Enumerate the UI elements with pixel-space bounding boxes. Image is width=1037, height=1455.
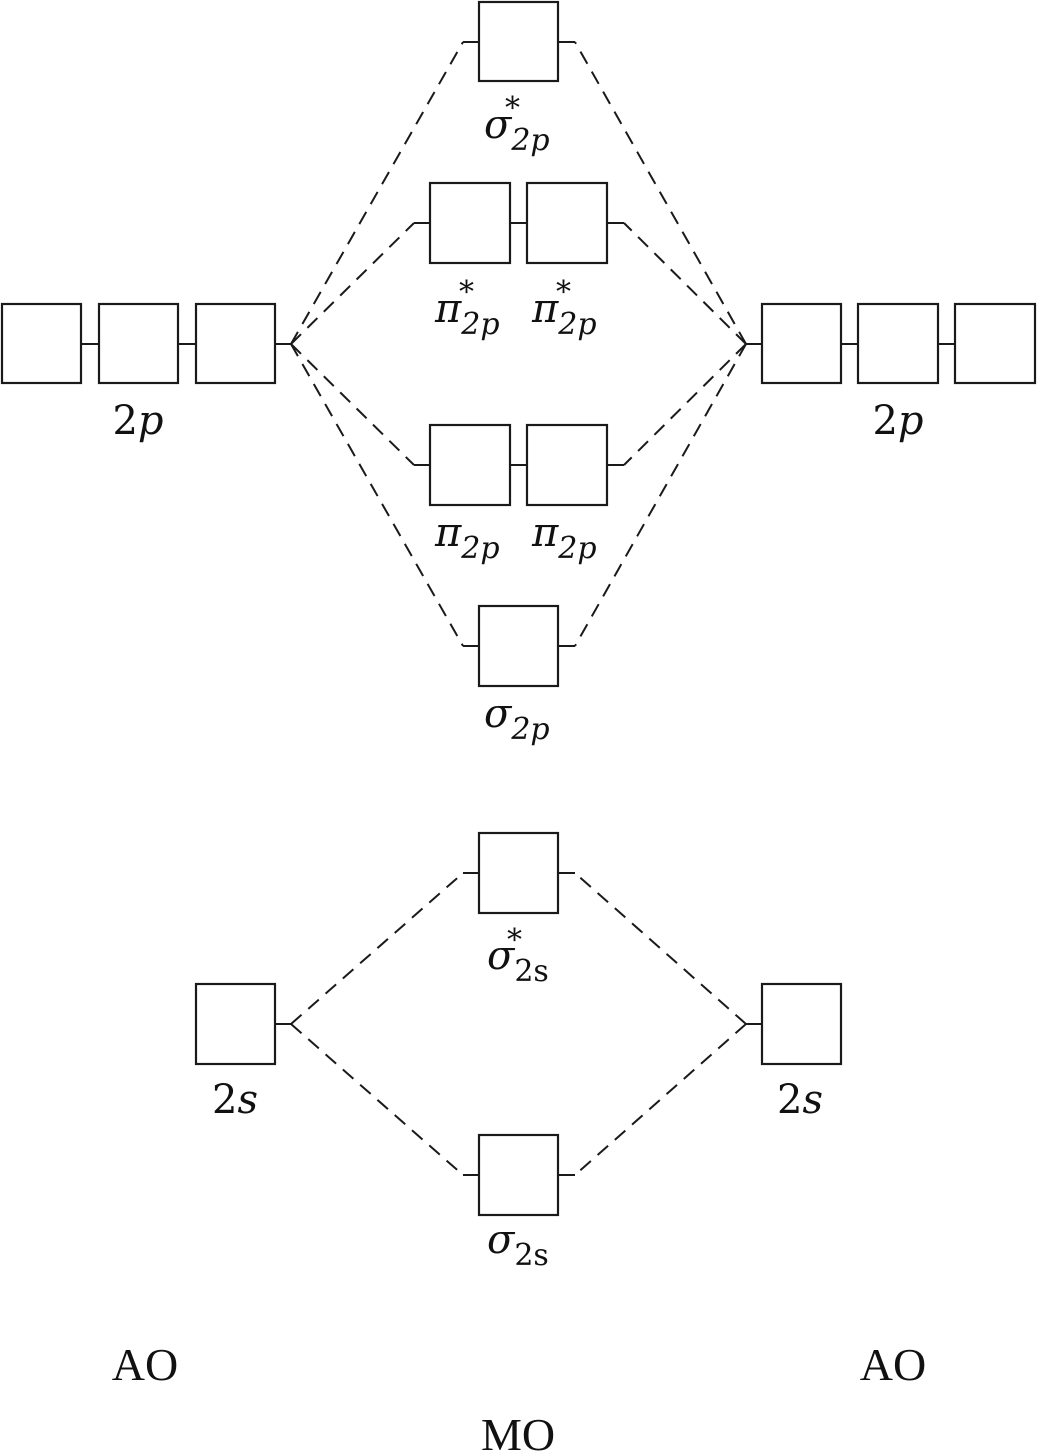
right-2s-label: 2s (777, 1077, 823, 1123)
right-ao-2s: 2s (746, 982, 843, 1123)
orbital-box (856, 302, 940, 385)
orbital-box (97, 302, 180, 385)
line-left2p-to-pi-2p (290, 343, 415, 466)
sigma-star-2s-label: σ2s (487, 933, 549, 989)
sigma-2p-label: σ2p (484, 691, 550, 747)
pi-star-2p-superscript-1: * (459, 275, 474, 310)
left-ao-2s: 2s (194, 982, 291, 1123)
pi-star-2p-label-2: π2p (531, 286, 597, 342)
mo-caption: MO (481, 1409, 555, 1455)
mo-sigma-2s: σ2s (463, 1133, 575, 1273)
mo-pi-star-2p: π2p * π2p * (414, 181, 624, 342)
pi-star-2p-label-1: π2p (434, 286, 500, 342)
line-right2s-to-sigma-2s (574, 1023, 747, 1176)
mo-pi-2p: π2p π2p (414, 423, 624, 566)
line-left2s-to-sigma-2s (290, 1023, 464, 1176)
line-left2p-to-sigma-2p (290, 343, 464, 647)
orbital-box (477, 0, 560, 83)
pi-2p-label-1: π2p (434, 510, 500, 566)
orbital-box (428, 181, 512, 265)
orbital-box (760, 302, 843, 385)
mo-sigma-2p: σ2p (463, 604, 575, 747)
mo-sigma-star-2p: σ2p * (463, 0, 575, 158)
line-right2p-to-pi-2p (623, 343, 747, 466)
orbital-box (0, 302, 83, 385)
sigma-star-2s-superscript: * (507, 923, 522, 958)
orbital-box (428, 423, 512, 507)
sigma-2s-label: σ2s (487, 1217, 549, 1273)
pi-2p-label-2: π2p (531, 510, 597, 566)
right-ao-caption: AO (860, 1339, 926, 1390)
line-right2s-to-sigma-star-2s (574, 872, 747, 1025)
orbital-box (760, 982, 843, 1066)
line-right2p-to-sigma-star-2p (574, 41, 747, 345)
line-left2p-to-pi-star-2p (290, 222, 415, 345)
right-ao-2p: 2p (746, 302, 1037, 444)
left-2s-label: 2s (212, 1077, 258, 1123)
line-left2p-to-sigma-star-2p (290, 41, 464, 345)
orbital-box (194, 302, 277, 385)
line-left2s-to-sigma-star-2s (290, 872, 464, 1025)
correlation-lines-2s (290, 872, 747, 1176)
mo-sigma-star-2s: σ2s * (463, 831, 575, 989)
line-right2p-to-pi-star-2p (623, 222, 747, 345)
orbital-box (477, 831, 560, 915)
orbital-box (194, 982, 277, 1066)
orbital-box (477, 1133, 560, 1217)
orbital-box (525, 423, 609, 507)
right-2p-label: 2p (872, 398, 923, 444)
left-ao-2p: 2p (0, 302, 291, 444)
pi-star-2p-superscript-2: * (556, 275, 571, 310)
left-2p-label: 2p (112, 398, 163, 444)
sigma-star-2p-superscript: * (505, 91, 520, 126)
left-ao-caption: AO (112, 1339, 178, 1390)
line-right2p-to-sigma-2p (574, 343, 747, 647)
orbital-box (953, 302, 1037, 385)
correlation-lines-2p (290, 41, 747, 647)
orbital-box (525, 181, 609, 265)
orbital-box (477, 604, 560, 688)
sigma-star-2p-label: σ2p (484, 102, 550, 158)
